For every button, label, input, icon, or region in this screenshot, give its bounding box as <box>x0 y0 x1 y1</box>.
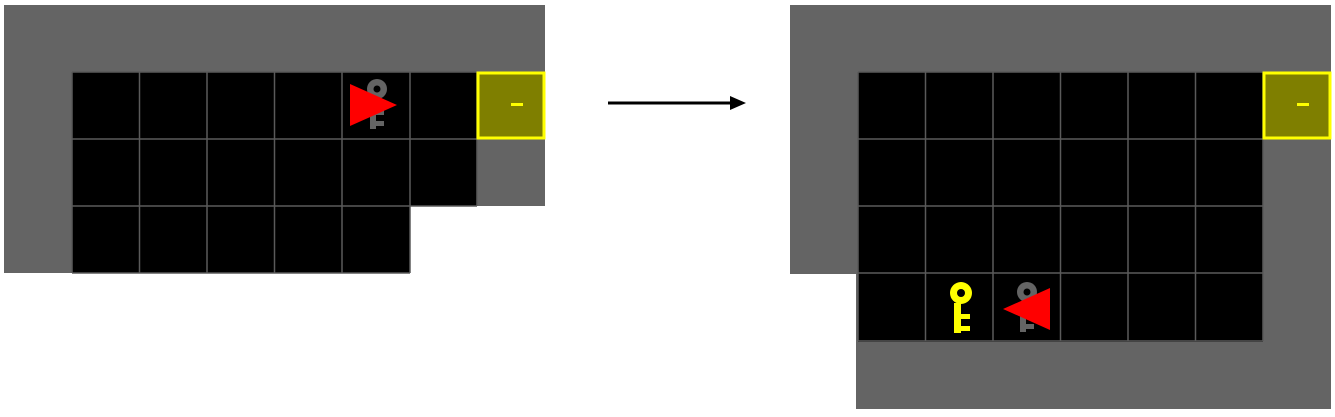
before-panel <box>4 5 546 274</box>
yellow-door <box>476 71 546 140</box>
grey-key-hole <box>1023 288 1031 296</box>
agent-icon <box>350 84 397 126</box>
yellow-door <box>1262 71 1332 140</box>
yellow-key-hole <box>957 289 965 297</box>
after-panel <box>789 5 1332 410</box>
door-handle-icon <box>511 103 523 106</box>
arrow-right-icon <box>608 96 746 110</box>
grid-lines <box>71 71 478 274</box>
grey-key-hole <box>373 85 381 93</box>
grid-lines <box>857 71 1264 342</box>
outside-area <box>410 206 546 274</box>
agent-icon <box>1003 288 1050 330</box>
floor-row-2 <box>72 206 410 273</box>
door-handle-icon <box>1297 103 1309 106</box>
outside-area <box>789 274 856 410</box>
